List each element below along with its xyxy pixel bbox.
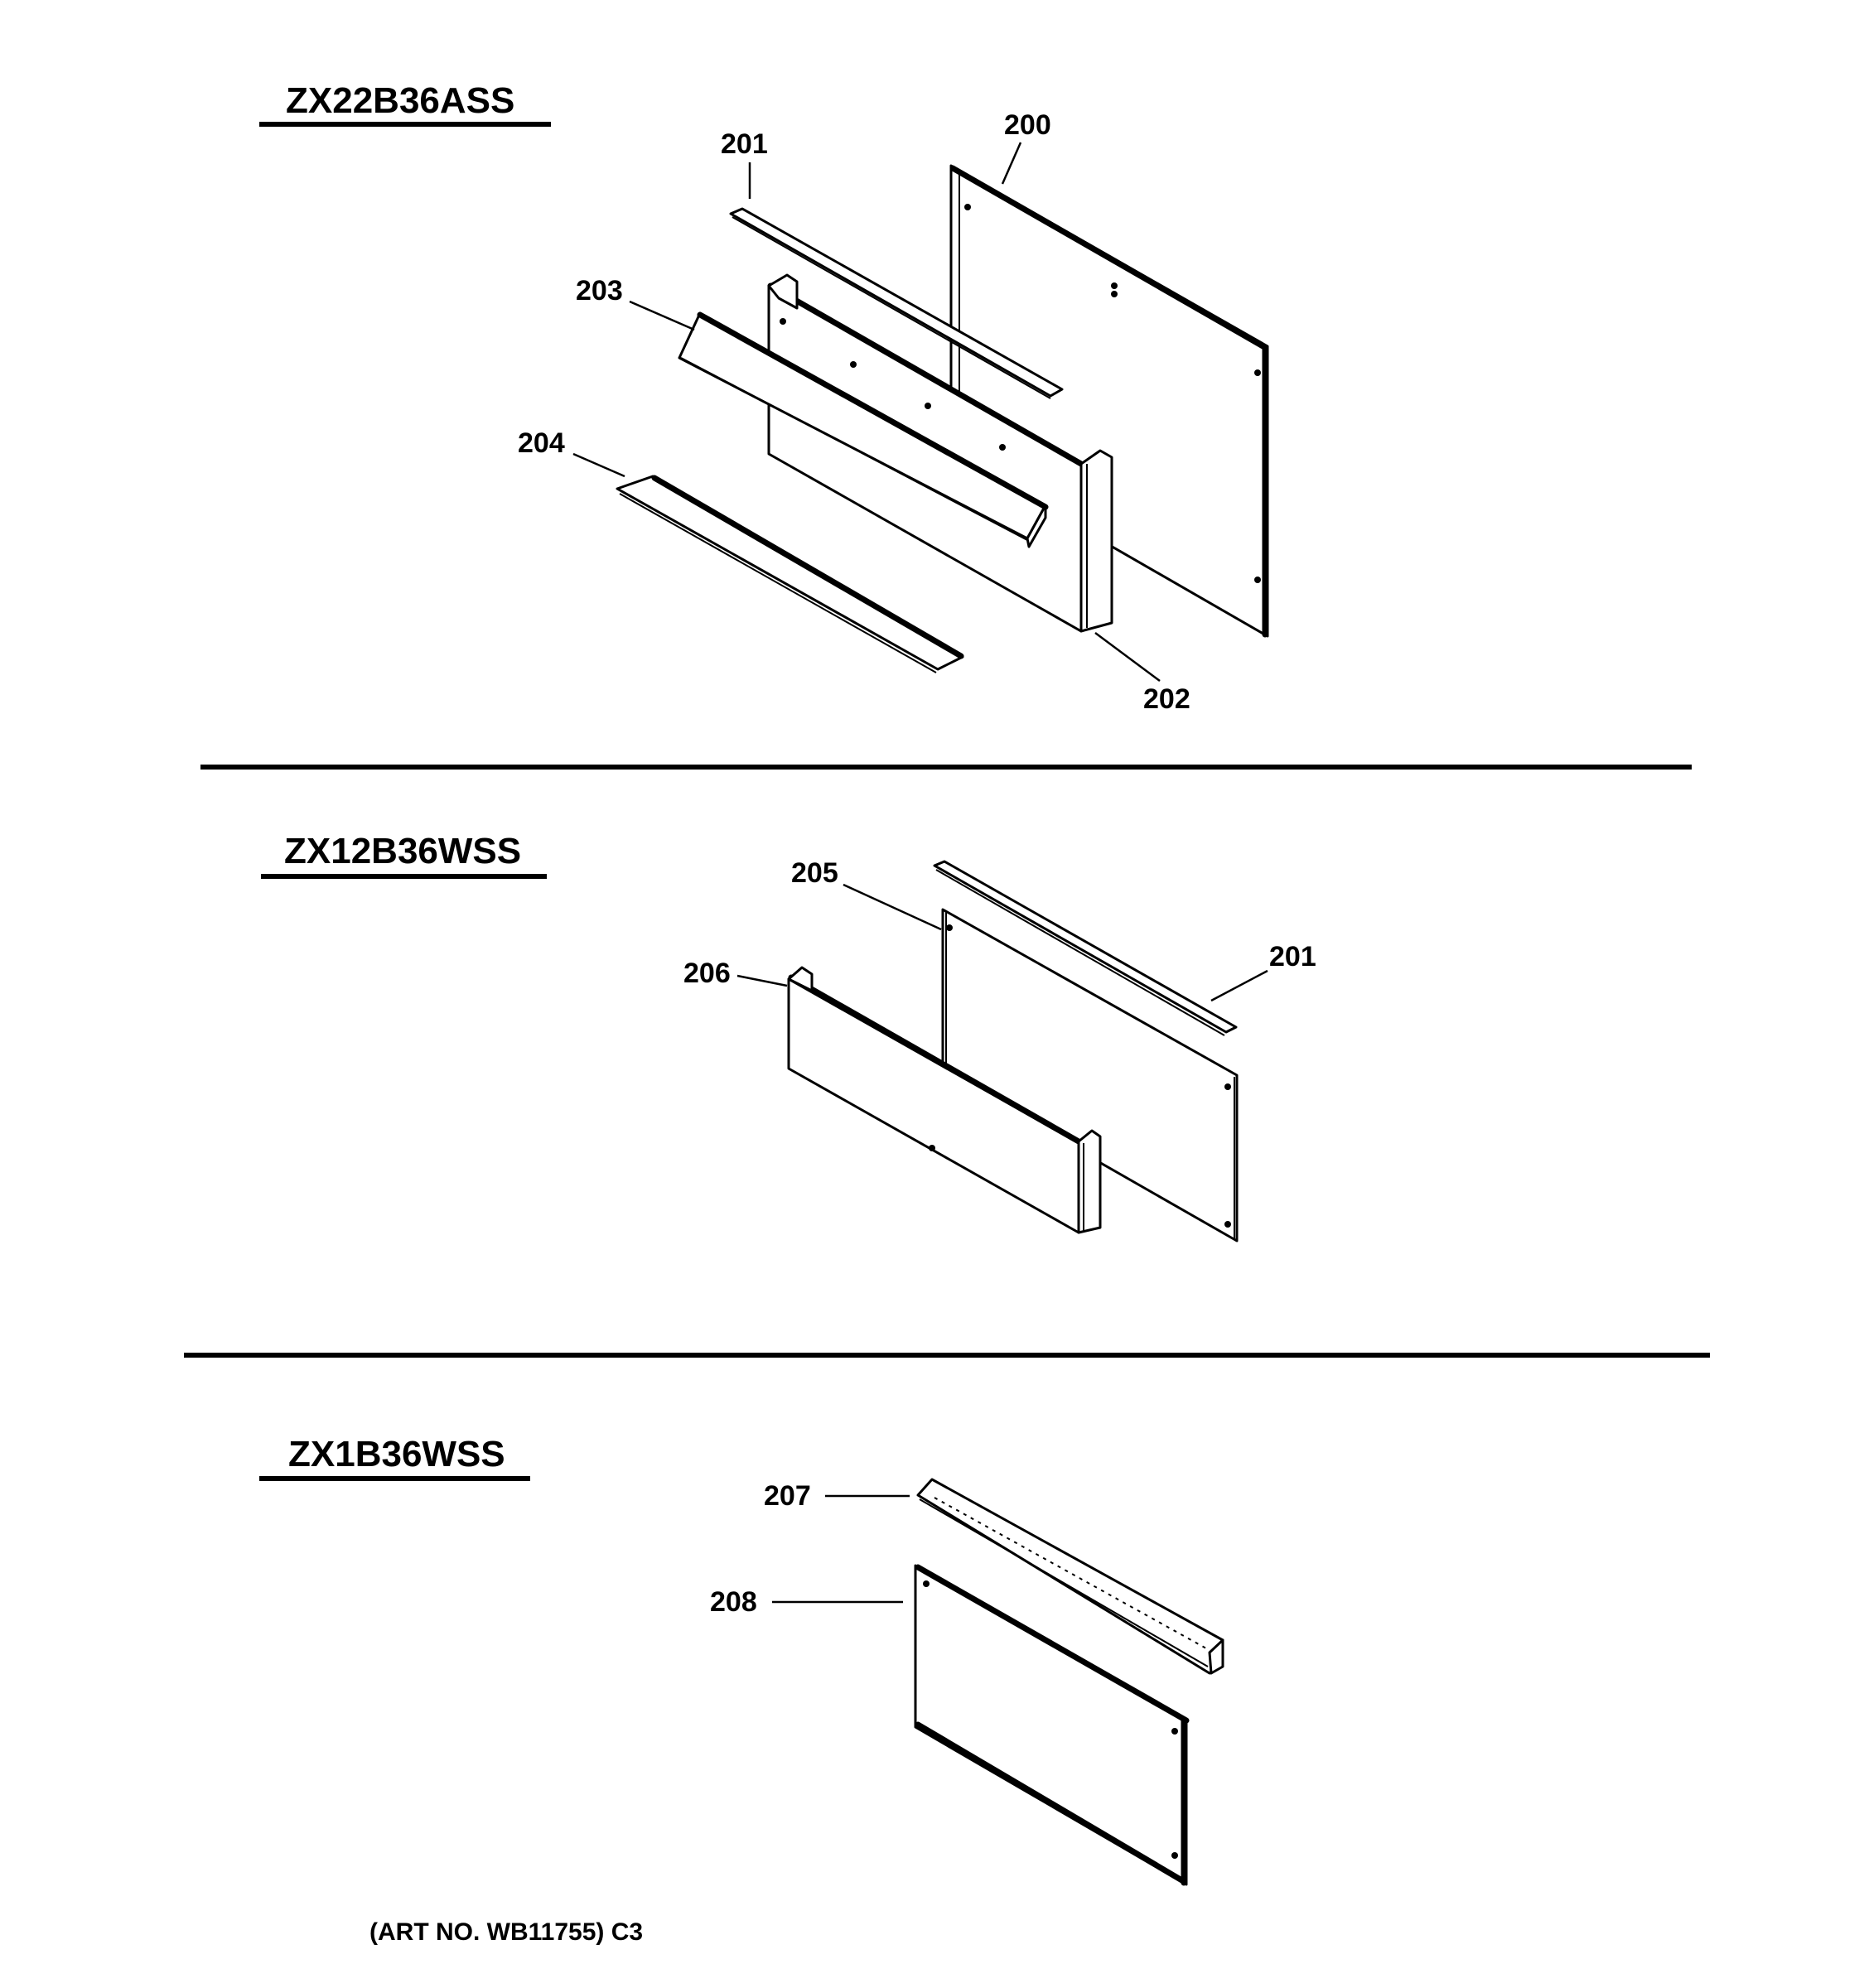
part-200-back-panel (949, 164, 1269, 638)
art-number: (ART NO. WB11755) C3 (369, 1918, 643, 1946)
callout-207: 207 (764, 1480, 811, 1512)
part-201-trim-strip (729, 207, 1064, 399)
part-207-vent-trim (916, 1478, 1224, 1675)
section-zx1b36wss: ZX1B36WSS 207 208 (259, 1434, 1224, 1886)
model-title-2: ZX12B36WSS (284, 831, 521, 871)
part-208-panel (914, 1564, 1190, 1886)
section-zx22b36ass: ZX22B36ASS (259, 80, 1269, 715)
part-201-trim-strip-2 (933, 860, 1238, 1036)
leader-206 (736, 974, 788, 987)
callout-206: 206 (683, 958, 731, 989)
part-205-back-panel (941, 908, 1239, 1242)
leader-204 (572, 452, 625, 478)
callout-202: 202 (1143, 683, 1190, 715)
callout-204: 204 (518, 427, 565, 459)
callout-201: 201 (721, 128, 768, 160)
part-206-lower-panel (787, 966, 1102, 1234)
leader-203 (629, 300, 695, 331)
callout-205: 205 (791, 857, 838, 889)
model-title-3: ZX1B36WSS (288, 1434, 505, 1474)
callout-203: 203 (576, 275, 623, 306)
leader-200 (1001, 142, 1022, 185)
part-203-shelf (678, 311, 1049, 548)
leader-205 (843, 883, 942, 931)
section-zx12b36wss: ZX12B36WSS 205 206 (261, 831, 1316, 1242)
callout-208: 208 (710, 1586, 757, 1618)
model-title-1: ZX22B36ASS (286, 80, 514, 121)
callout-200: 200 (1004, 109, 1051, 141)
leader-202 (1094, 631, 1161, 683)
part-204-bottom-strip (616, 475, 964, 673)
leader-201-b (1210, 969, 1268, 1002)
callout-201-b: 201 (1269, 941, 1316, 972)
